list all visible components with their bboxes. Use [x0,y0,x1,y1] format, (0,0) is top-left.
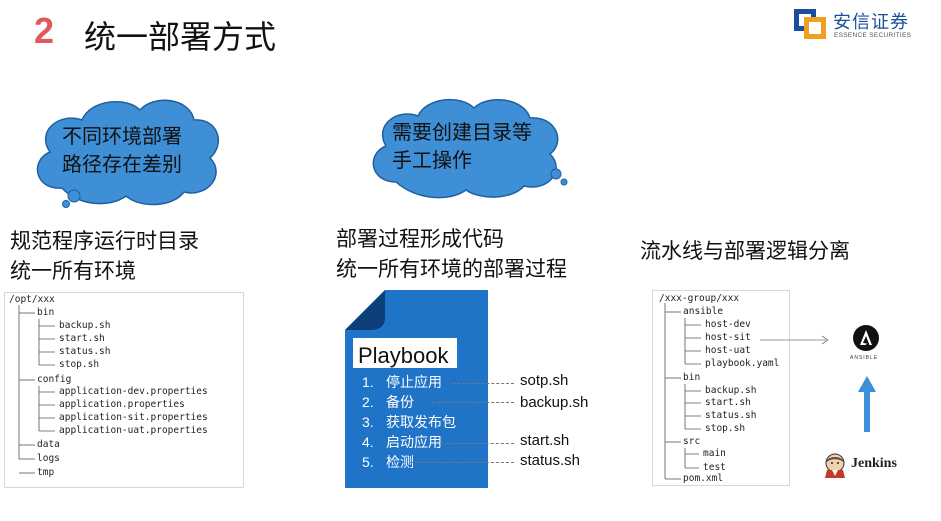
tree-item: src [683,436,700,448]
left-heading-line-1: 规范程序运行时目录 [10,226,199,256]
ansible-icon [852,324,880,352]
tree-item: /opt/xxx [9,294,55,306]
connector-line [440,443,514,444]
left-heading-line-2: 统一所有环境 [10,256,136,286]
left-cloud: 不同环境部署 路径存在差别 [22,88,228,210]
playbook-step: 4.启动应用 [362,433,442,452]
middle-cloud: 需要创建目录等 手工操作 [360,90,572,202]
playbook-step: 5.检测 [362,453,414,472]
step-number: 1. [362,373,386,391]
playbook-step: 3.获取发布包 [362,413,456,432]
ansible-link-arrow [760,334,832,346]
playbook-step: 1.停止应用 [362,373,442,392]
tree-item: host-sit [705,332,751,344]
cloud-text-line-1: 需要创建目录等 [392,118,532,146]
slide-number: 2 [34,10,54,52]
tree-item: /xxx-group/xxx [659,293,739,305]
right-directory-tree: /xxx-group/xxx ansible host-dev host-sit… [652,290,790,486]
tree-item: host-uat [705,345,751,357]
tree-item: config [37,374,71,386]
tree-item: main [703,448,726,460]
connector-line [410,462,514,463]
cloud-text-line-2: 路径存在差别 [62,150,182,178]
middle-heading-line-2: 统一所有环境的部署过程 [336,254,567,284]
step-label: 启动应用 [386,435,442,451]
ansible-label: ANSIBLE [850,355,878,361]
right-heading: 流水线与部署逻辑分离 [640,236,850,266]
tree-item: status.sh [59,346,110,358]
tree-item: status.sh [705,410,756,422]
step-label: 获取发布包 [386,415,456,431]
step-label: 备份 [386,395,414,411]
tree-item: start.sh [59,333,105,345]
step-number: 4. [362,433,386,451]
tree-item: start.sh [705,397,751,409]
tree-item: playbook.yaml [705,358,779,370]
tree-item: tmp [37,467,54,479]
script-file-label: status.sh [520,452,580,469]
script-file-label: start.sh [520,432,569,449]
connector-line [452,383,514,384]
step-number: 3. [362,413,386,431]
tree-item: application.properties [59,399,185,411]
company-logo: 安信证券 ESSENCE SECURITIES [793,6,933,46]
tree-item: data [37,439,60,451]
tree-item: stop.sh [59,359,99,371]
left-directory-tree: /opt/xxx bin backup.sh start.sh status.s… [4,292,244,488]
logo-chinese-text: 安信证券 [833,8,909,34]
tree-item: logs [37,453,60,465]
tree-item: bin [683,372,700,384]
essence-logo-icon [793,8,827,40]
step-number: 5. [362,453,386,471]
tree-item: backup.sh [59,320,110,332]
cloud-text-line-2: 手工操作 [392,146,472,174]
logo-english-text: ESSENCE SECURITIES [834,32,911,39]
tree-item: application-dev.properties [59,386,208,398]
tree-item: application-uat.properties [59,425,208,437]
tree-item: stop.sh [705,423,745,435]
tree-item: application-sit.properties [59,412,208,424]
connector-line [432,402,514,403]
middle-heading-line-1: 部署过程形成代码 [336,224,504,254]
jenkins-icon [823,452,847,478]
tree-item: ansible [683,306,723,318]
step-number: 2. [362,393,386,411]
tree-item: host-dev [705,319,751,331]
script-file-label: sotp.sh [520,372,568,389]
up-arrow-icon [858,376,876,432]
cloud-text-line-1: 不同环境部署 [62,122,182,150]
playbook-step: 2.备份 [362,393,414,412]
tree-item: backup.sh [705,385,756,397]
tree-item: bin [37,307,54,319]
script-file-label: backup.sh [520,394,588,411]
slide-title: 统一部署方式 [84,12,276,58]
jenkins-label: Jenkins [851,456,897,472]
step-label: 检测 [386,455,414,471]
playbook-title: Playbook [358,343,449,369]
step-label: 停止应用 [386,375,442,391]
tree-item: pom.xml [683,473,723,485]
